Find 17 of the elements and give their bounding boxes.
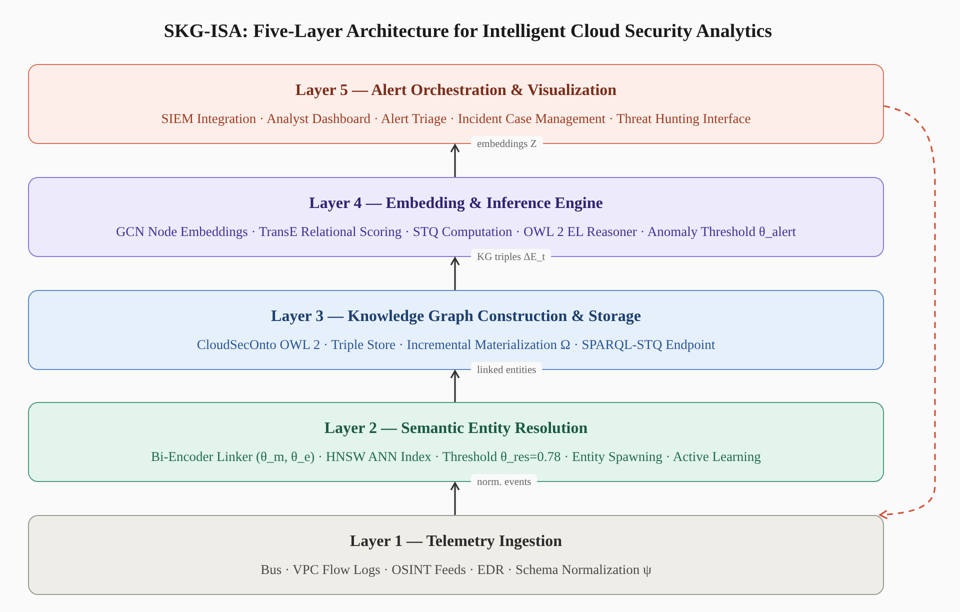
layer-title: Layer 5 — Alert Orchestration & Visualization <box>295 80 617 101</box>
diagram-title: SKG-ISA: Five-Layer Architecture for Intelligent Cloud Security Analytics <box>162 20 774 44</box>
component-list: CloudSecOnto OWL 2 · Triple Store · Incremental Materialization Ω · SPARQL-STQ Endpoint <box>196 334 716 356</box>
arrow <box>450 482 460 515</box>
component-list: Bi-Encoder Linker (θ_m, θ_e) · HNSW ANN Index · Threshold θ_res=0.78 · Entity Spawning · Active Learning <box>151 446 761 468</box>
arrow <box>879 105 936 520</box>
layer-title: Layer 1 — Telemetry Ingestion <box>350 532 562 552</box>
component-list: SIEM Integration · Analyst Dashboard · Alert Triage · Incident Case Management · Threat Hunting Interface <box>161 108 751 130</box>
layer-title: Layer 3 — Knowledge Graph Construction & Storage <box>271 306 641 327</box>
layer-title: Layer 2 — Semantic Entity Resolution <box>324 418 588 439</box>
layer-title: Layer 4 — Embedding & Inference Engine <box>309 194 603 214</box>
layer-box <box>28 515 884 595</box>
component-list: GCN Node Embeddings · TransE Relational Scoring · STQ Computation · OWL 2 EL Reasoner · Anomaly Threshold θ_alert <box>116 222 796 242</box>
arrow <box>450 370 460 402</box>
arrow <box>450 144 460 177</box>
component-list: Bus · VPC Flow Logs · OSINT Feeds · EDR · Schema Normalization ψ <box>260 560 652 580</box>
arrow <box>450 257 460 290</box>
